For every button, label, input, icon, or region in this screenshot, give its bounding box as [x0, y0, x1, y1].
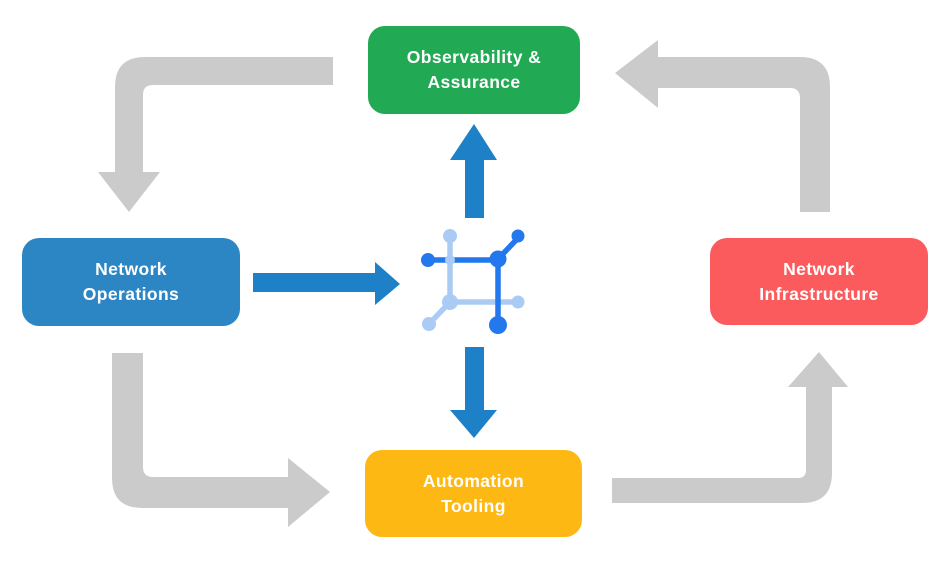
- node-network-infrastructure: Network Infrastructure: [710, 238, 928, 325]
- network-mesh-icon-light-endpoints: [422, 295, 525, 331]
- network-mesh-icon: [421, 229, 525, 334]
- hub-arrow-operations-to-center: [253, 262, 400, 305]
- network-mesh-icon-dark-nodes: [421, 229, 525, 334]
- cycle-arrow-infrastructure-to-observability: [615, 40, 830, 212]
- node-observability-label-line1: Observability &: [406, 47, 542, 68]
- cycle-arrow-operations-to-automation: [112, 353, 330, 527]
- node-operations-label-line2: Operations: [82, 284, 180, 304]
- cycle-arrow-observability-to-operations: [98, 57, 333, 212]
- node-observability-label-line2: Assurance: [427, 72, 521, 92]
- node-observability-assurance: Observability & Assurance: [368, 26, 580, 114]
- cycle-arrow-automation-to-infrastructure: [612, 352, 848, 503]
- hub-arrow-center-to-automation: [450, 347, 497, 438]
- network-mesh-icon-light-nodes: [442, 229, 458, 310]
- node-network-operations: Network Operations: [22, 238, 240, 326]
- node-infrastructure-label-line2: Infrastructure: [759, 283, 879, 304]
- node-automation-label-line1: Automation: [422, 470, 525, 491]
- hub-arrow-center-to-observability: [450, 124, 497, 218]
- node-operations-label-line1: Network: [95, 259, 167, 280]
- node-automation-tooling: Automation Tooling: [365, 450, 582, 537]
- node-automation-label-line2: Tooling: [441, 495, 506, 516]
- node-infrastructure-label-line1: Network: [783, 258, 855, 279]
